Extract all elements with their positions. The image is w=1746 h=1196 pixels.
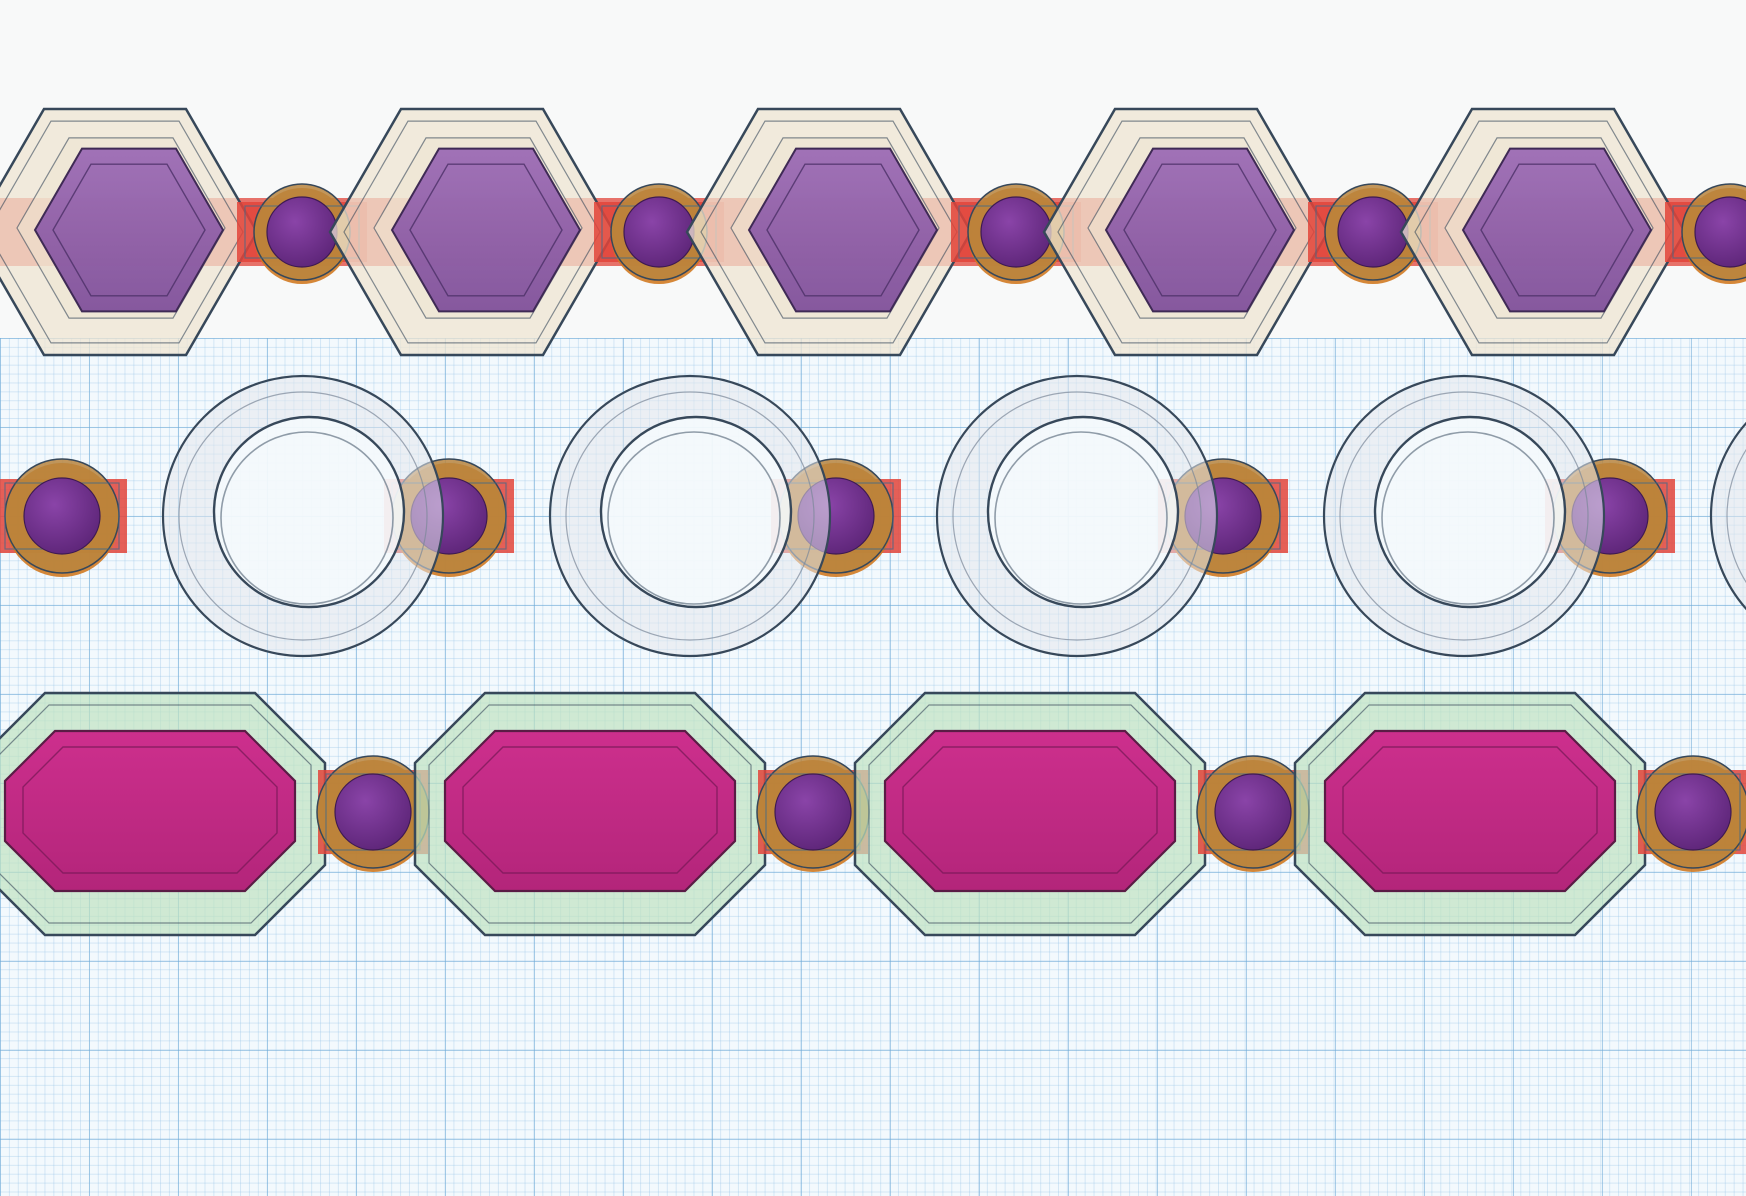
- ring-bevel: [1339, 391, 1589, 641]
- octagon-gem-facet: [902, 746, 1158, 874]
- connector-pin-icon[interactable]: [316, 755, 430, 872]
- ring-hole: [599, 415, 793, 609]
- octagon-frame-bevel: [428, 704, 752, 924]
- ring-link-row[interactable]: [0, 374, 1746, 658]
- ring-link-icon[interactable]: [1709, 376, 1746, 656]
- connector-pin: [1654, 773, 1732, 851]
- ring-hole-inner: [994, 431, 1168, 605]
- connector-pin-icon[interactable]: [1308, 183, 1438, 284]
- octagon-gem: [1323, 729, 1617, 893]
- ring-bevel: [952, 391, 1202, 641]
- octagon-gem-facet: [22, 746, 278, 874]
- ring-bevel: [565, 391, 815, 641]
- connector-pin-icon[interactable]: [594, 183, 724, 284]
- hex-gem: [390, 147, 582, 313]
- connector-pin-icon[interactable]: [1636, 755, 1746, 872]
- hex-gem-facet: [1123, 163, 1277, 297]
- connector-pin-icon[interactable]: [1196, 755, 1310, 872]
- connector-pin: [623, 196, 695, 268]
- ring-hole-inner: [220, 431, 394, 605]
- hex-frame-bevel: [700, 120, 958, 344]
- ring-hole: [212, 415, 406, 609]
- octagon-frame-bevel: [0, 704, 312, 924]
- hex-gem: [1104, 147, 1296, 313]
- ring-link-icon[interactable]: [1322, 374, 1606, 658]
- ring-link-icon[interactable]: [161, 374, 445, 658]
- connector-pin-icon[interactable]: [756, 755, 870, 872]
- hex-gem: [1461, 147, 1653, 313]
- hexagon-link-row[interactable]: [0, 107, 1746, 357]
- ring-hole-inner: [1381, 431, 1555, 605]
- connector-pin: [1337, 196, 1409, 268]
- octagon-gem-facet: [462, 746, 718, 874]
- hex-frame-bevel: [0, 120, 244, 344]
- ring-hole: [1373, 415, 1567, 609]
- octagon-link-row[interactable]: [0, 691, 1746, 937]
- connector-pin-icon[interactable]: [1665, 183, 1746, 284]
- hexagon-link-icon[interactable]: [685, 107, 973, 357]
- connector-pin: [980, 196, 1052, 268]
- ring-bevel: [1726, 448, 1746, 584]
- hex-frame-bevel: [1057, 120, 1315, 344]
- octagon-gem: [3, 729, 297, 893]
- ring-outer: [1709, 421, 1746, 611]
- hex-gem-facet: [52, 163, 206, 297]
- ring-hole-inner: [607, 431, 781, 605]
- connector-pin: [774, 773, 852, 851]
- octagon-frame-bevel: [868, 704, 1192, 924]
- octagon-link-icon[interactable]: [0, 691, 327, 937]
- connector-pin-icon[interactable]: [771, 458, 901, 577]
- octagon-gem-facet: [1342, 746, 1598, 874]
- ring-bevel: [178, 391, 428, 641]
- connector-pin: [23, 477, 101, 555]
- ring-link-icon[interactable]: [935, 374, 1219, 658]
- octagon-gem: [883, 729, 1177, 893]
- ring-hole: [986, 415, 1180, 609]
- octagon-link-icon[interactable]: [413, 691, 767, 937]
- hex-gem: [33, 147, 225, 313]
- hexagon-link-icon[interactable]: [1399, 107, 1687, 357]
- hexagon-link-icon[interactable]: [1042, 107, 1330, 357]
- octagon-link-icon[interactable]: [1293, 691, 1647, 937]
- octagon-gem: [443, 729, 737, 893]
- connector-pin-icon[interactable]: [0, 458, 127, 577]
- hex-gem-facet: [1480, 163, 1634, 297]
- hex-frame-bevel: [1414, 120, 1672, 344]
- hexagon-link-icon[interactable]: [0, 107, 259, 357]
- octagon-link-icon[interactable]: [853, 691, 1207, 937]
- connector-pin-icon[interactable]: [237, 183, 367, 284]
- connector-pin: [1694, 196, 1746, 268]
- octagon-frame-bevel: [1308, 704, 1632, 924]
- hex-gem-facet: [409, 163, 563, 297]
- hex-frame-bevel: [343, 120, 601, 344]
- hexagon-link-icon[interactable]: [328, 107, 616, 357]
- ring-link-icon[interactable]: [548, 374, 832, 658]
- connector-pin: [334, 773, 412, 851]
- connector-pin: [1214, 773, 1292, 851]
- hex-gem-facet: [766, 163, 920, 297]
- hex-gem: [747, 147, 939, 313]
- connector-pin: [266, 196, 338, 268]
